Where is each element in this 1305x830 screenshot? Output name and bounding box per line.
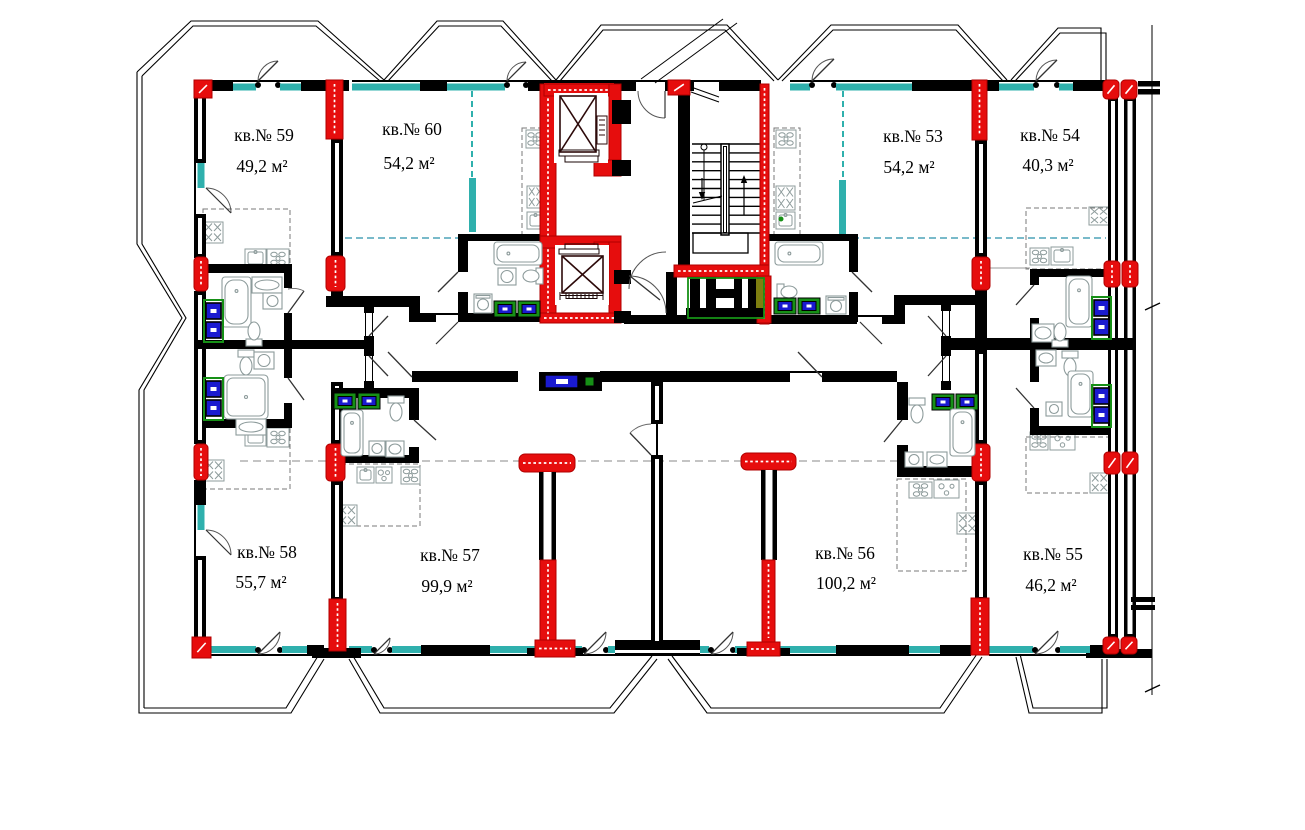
svg-text:100,2 м²: 100,2 м² xyxy=(816,573,876,593)
svg-text:54,2 м²: 54,2 м² xyxy=(883,157,934,177)
svg-text:кв.№ 54: кв.№ 54 xyxy=(1020,125,1080,145)
svg-text:кв.№ 58: кв.№ 58 xyxy=(237,542,297,562)
svg-text:99,9 м²: 99,9 м² xyxy=(421,576,472,596)
svg-text:55,7 м²: 55,7 м² xyxy=(235,572,286,592)
svg-text:кв.№ 53: кв.№ 53 xyxy=(883,126,943,146)
svg-text:кв.№ 56: кв.№ 56 xyxy=(815,543,875,563)
svg-text:49,2 м²: 49,2 м² xyxy=(236,156,287,176)
svg-text:40,3 м²: 40,3 м² xyxy=(1022,155,1073,175)
svg-text:кв.№ 60: кв.№ 60 xyxy=(382,119,442,139)
svg-text:кв.№ 59: кв.№ 59 xyxy=(234,125,294,145)
svg-text:кв.№ 55: кв.№ 55 xyxy=(1023,544,1083,564)
svg-text:кв.№ 57: кв.№ 57 xyxy=(420,545,480,565)
svg-text:54,2 м²: 54,2 м² xyxy=(383,153,434,173)
svg-text:46,2 м²: 46,2 м² xyxy=(1025,575,1076,595)
